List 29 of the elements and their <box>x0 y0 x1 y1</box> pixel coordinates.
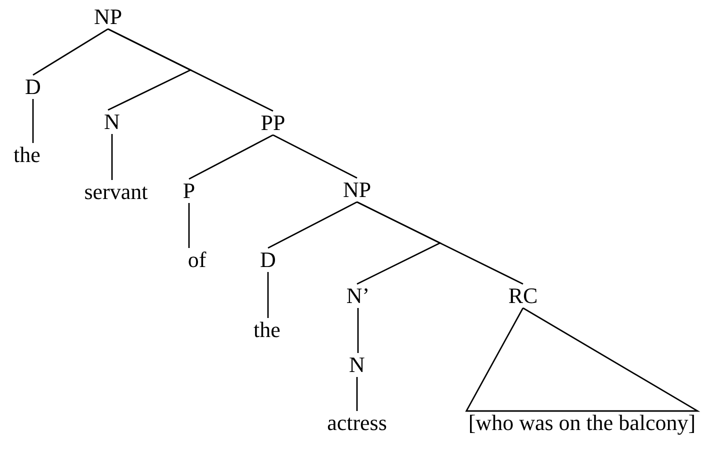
tree-label: N <box>102 110 122 134</box>
tree-label: N <box>347 353 367 377</box>
tree-label: of <box>186 248 208 272</box>
tree-label: NP <box>92 5 124 29</box>
tree-label: the <box>252 318 282 342</box>
tree-label: N’ <box>344 284 372 308</box>
tree-label: the <box>12 143 42 167</box>
phrase-text: [who was on the balcony] <box>466 411 698 435</box>
branch-line <box>32 99 34 143</box>
branch-line <box>268 201 358 249</box>
tree-label: PP <box>258 111 288 135</box>
branch-line <box>188 134 274 180</box>
tree-label: D <box>23 75 43 99</box>
tree-label: D <box>258 248 278 272</box>
tree-label: actress <box>325 411 389 435</box>
triangle-branch <box>465 307 700 412</box>
tree-label: servant <box>82 180 150 204</box>
branch-line <box>111 134 113 180</box>
branch-line <box>108 28 274 112</box>
branch-line <box>356 377 358 411</box>
tree-label: P <box>180 179 198 203</box>
branch-line <box>272 134 358 179</box>
branch-line <box>32 28 108 76</box>
branch-line <box>356 201 524 285</box>
tree-label: NP <box>340 178 374 202</box>
branch-line <box>188 203 190 248</box>
branch-line <box>357 308 359 353</box>
branch-line <box>267 272 269 318</box>
tree-label: RC <box>506 284 540 308</box>
